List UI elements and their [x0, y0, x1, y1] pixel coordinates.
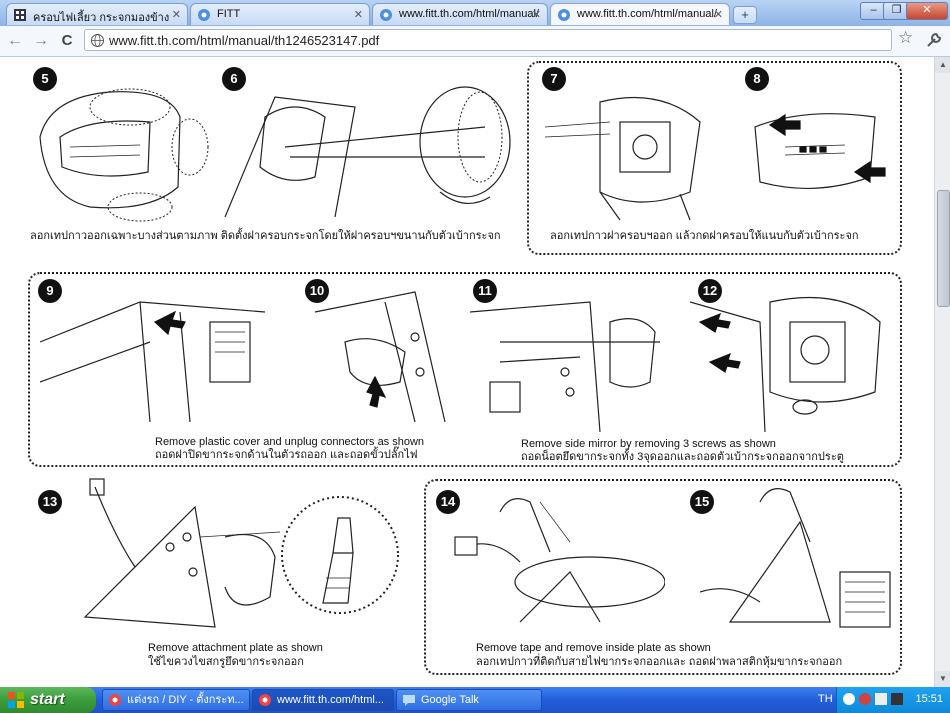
taskbar-item[interactable]: แต่งรถ / DIY - ตั้งกระท... — [102, 689, 250, 711]
step-number: 8 — [745, 67, 769, 91]
close-icon[interactable]: ✕ — [353, 9, 363, 21]
step-number: 6 — [222, 67, 246, 91]
taskbar-item[interactable]: www.fitt.th.com/html... — [252, 689, 394, 711]
step-number: 10 — [305, 279, 329, 303]
start-label: start — [30, 691, 65, 708]
illustration-step-15 — [700, 488, 891, 628]
illustration-step-12 — [690, 296, 881, 432]
tab-strip: ครอบไฟเลี้ยว กระจกมองข้าง ✕ FITT ✕ www.f… — [0, 0, 950, 26]
tab-manual-2[interactable]: www.fitt.th.com/html/manual/ ✕ — [550, 3, 730, 25]
bookmark-star-icon[interactable]: ☆ — [898, 28, 914, 47]
tab-label: www.fitt.th.com/html/manual/ — [577, 8, 717, 20]
scroll-down-icon[interactable]: ▼ — [935, 671, 950, 687]
close-icon[interactable]: ✕ — [531, 9, 541, 21]
illustration-screwdriver-detail — [281, 496, 399, 614]
chat-icon — [403, 695, 415, 706]
step-number: 13 — [38, 490, 62, 514]
url-input[interactable] — [109, 32, 869, 48]
caption-step-11-12-en: Remove side mirror by removing 3 screws … — [521, 438, 776, 450]
close-window-button[interactable]: ✕ — [906, 2, 948, 20]
wrench-icon[interactable] — [925, 31, 943, 49]
step-number: 9 — [38, 279, 62, 303]
caption-step-5-6: ลอกเทปกาวออกเฉพาะบางส่วนตามภาพ ติดตั้งฝา… — [30, 230, 501, 242]
chrome-icon — [198, 9, 210, 21]
browser-toolbar: ← → C ☆ — [0, 26, 950, 57]
caption-step-9-10-en: Remove plastic cover and unplug connecto… — [155, 436, 425, 448]
forum-icon — [14, 9, 26, 21]
chrome-icon — [109, 694, 121, 706]
vertical-scrollbar[interactable]: ▲ ▼ — [934, 57, 950, 687]
tray-icon[interactable] — [875, 693, 887, 705]
maximize-button[interactable]: ❐ — [883, 2, 910, 20]
step-number: 12 — [698, 279, 722, 303]
tab-fitt[interactable]: FITT ✕ — [190, 3, 370, 25]
address-bar[interactable] — [84, 29, 892, 51]
step-number: 7 — [542, 67, 566, 91]
caption-step-14-15-th: ลอกเทปกาวที่ติดกับสายไฟขากระจกออกและ ถอด… — [476, 656, 843, 668]
tab-label: www.fitt.th.com/html/manual/ — [399, 8, 539, 20]
language-indicator[interactable]: TH — [818, 693, 833, 705]
windows-logo-icon — [8, 692, 24, 708]
new-tab-button[interactable]: + — [733, 6, 757, 24]
step-number: 5 — [33, 67, 57, 91]
panel-steps-14-15 — [424, 479, 902, 675]
illustration-step-6 — [224, 86, 511, 218]
tray-icon[interactable] — [891, 693, 903, 705]
minimize-button[interactable]: – — [860, 2, 887, 20]
tab-manual-1[interactable]: www.fitt.th.com/html/manual/ ✕ — [372, 3, 548, 25]
scroll-up-icon[interactable]: ▲ — [935, 57, 950, 73]
tray-icon[interactable] — [859, 693, 871, 705]
taskbar-item-label: แต่งรถ / DIY - ตั้งกระท... — [127, 694, 244, 706]
taskbar: start แต่งรถ / DIY - ตั้งกระท... www.fit… — [0, 687, 950, 713]
illustration-step-13 — [83, 478, 281, 628]
caption-step-7-8: ลอกเทปกาวฝาครอบฯออก แล้วกดฝาครอบให้แนบกั… — [550, 230, 859, 242]
chrome-icon — [259, 694, 271, 706]
chrome-icon — [558, 9, 570, 21]
tab-label: FITT — [217, 8, 241, 20]
globe-icon — [91, 34, 104, 47]
close-icon[interactable]: ✕ — [713, 9, 723, 21]
step-number: 14 — [436, 490, 460, 514]
caption-step-11-12-th: ถอดน็อตยึดขากระจกทั้ง 3จุดออกและถอดตัวเบ… — [521, 451, 844, 463]
forward-button[interactable]: → — [33, 32, 49, 49]
chrome-icon — [380, 9, 392, 21]
illustration-step-5 — [39, 88, 209, 222]
illustration-step-10 — [314, 291, 446, 423]
tab-forum[interactable]: ครอบไฟเลี้ยว กระจกมองข้าง ✕ — [6, 3, 188, 25]
clock: 15:51 — [915, 693, 943, 705]
step-number: 15 — [690, 490, 714, 514]
scrollbar-thumb[interactable] — [937, 190, 950, 307]
taskbar-item-label: Google Talk — [421, 694, 479, 706]
back-button[interactable]: ← — [7, 32, 23, 49]
illustration-step-9 — [40, 301, 265, 423]
system-tray: 15:51 — [836, 687, 950, 713]
caption-step-13-en: Remove attachment plate as shown — [148, 642, 323, 654]
close-icon[interactable]: ✕ — [171, 9, 181, 21]
taskbar-item[interactable]: Google Talk — [396, 689, 542, 711]
taskbar-item-label: www.fitt.th.com/html... — [277, 694, 384, 706]
panel-steps-7-8 — [527, 61, 902, 255]
tab-label: ครอบไฟเลี้ยว กระจกมองข้าง — [33, 12, 170, 24]
illustration-step-7 — [544, 96, 701, 221]
illustration-step-14 — [454, 498, 665, 623]
reload-button[interactable]: C — [61, 32, 73, 49]
tray-icon[interactable] — [843, 693, 855, 705]
step-number: 11 — [473, 279, 497, 303]
pdf-viewer: 5 6 ลอกเทปกาวออกเฉพาะบางส่วนตามภาพ ติดตั… — [0, 57, 934, 687]
caption-step-14-15-en: Remove tape and remove inside plate as s… — [476, 642, 711, 654]
illustration-step-11 — [470, 301, 660, 432]
panel-steps-9-12 — [28, 272, 902, 467]
illustration-step-8 — [754, 113, 886, 190]
start-button[interactable]: start — [0, 687, 96, 713]
caption-step-13-th: ใช้ไขควงไขสกรูยึดขากระจกออก — [148, 656, 304, 668]
caption-step-9-10-th: ถอดฝาปิดขากระจกด้านในตัวรถออก และถอดขั้ว… — [155, 449, 418, 461]
